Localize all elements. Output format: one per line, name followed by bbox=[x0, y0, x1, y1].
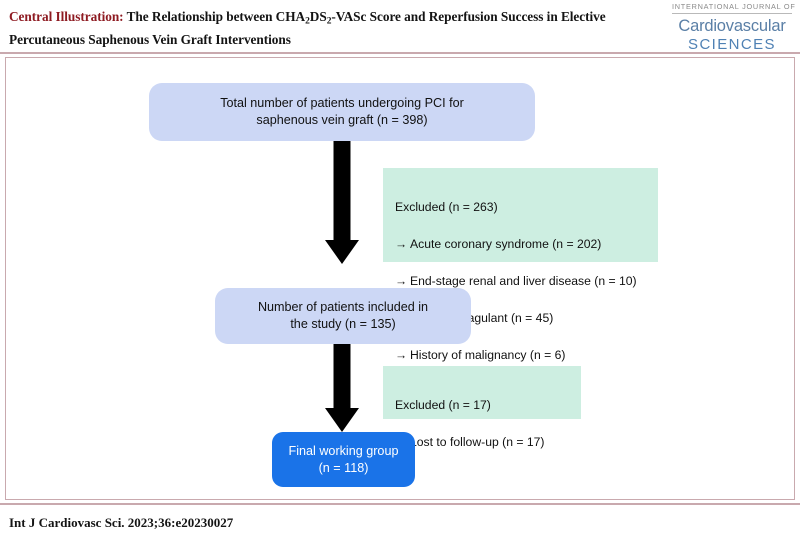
title-part-b: DS bbox=[309, 9, 327, 24]
excluded-1-item-0-label: Acute coronary syndrome (n = 202) bbox=[410, 236, 602, 251]
excluded-1-item-0: →Acute coronary syndrome (n = 202) bbox=[395, 235, 646, 254]
header-bar: Central Illustration: The Relationship b… bbox=[0, 0, 800, 54]
journal-logo-line3: SCIENCES bbox=[688, 36, 776, 53]
title-part-a: The Relationship between CHA bbox=[123, 9, 306, 24]
arrow-right-icon: → bbox=[395, 236, 408, 251]
title-part-c: -VASc Score and Reperfusion Success in E… bbox=[9, 9, 606, 47]
title-subscript-2: 2 bbox=[326, 16, 332, 27]
journal-logo-line1: INTERNATIONAL JOURNAL OF bbox=[672, 2, 795, 14]
title-lead-label: Central Illustration: bbox=[9, 9, 124, 24]
excluded-1-item-1: →End-stage renal and liver disease (n = … bbox=[395, 272, 646, 291]
flow-arrow-2 bbox=[315, 344, 369, 432]
page-title: Central Illustration: The Relationship b… bbox=[9, 8, 669, 49]
excluded-1-item-3: →History of malignancy (n = 6) bbox=[395, 346, 646, 365]
journal-logo: INTERNATIONAL JOURNAL OF Cardiovascular … bbox=[670, 2, 795, 53]
excluded-box-1: Excluded (n = 263) →Acute coronary syndr… bbox=[383, 168, 658, 362]
excluded-2-heading: Excluded (n = 17) bbox=[395, 397, 491, 412]
journal-logo-line2: Cardiovascular bbox=[678, 17, 786, 35]
excluded-1-item-1-label: End-stage renal and liver disease (n = 1… bbox=[410, 273, 637, 288]
excluded-2-item-0: →Lost to follow-up (n = 17) bbox=[395, 433, 569, 452]
excluded-1-item-3-label: History of malignancy (n = 6) bbox=[410, 347, 566, 362]
arrow-right-icon: → bbox=[395, 273, 408, 288]
flow-node-final-working-group: Final working group (n = 118) bbox=[272, 432, 415, 487]
excluded-1-heading: Excluded (n = 263) bbox=[395, 199, 498, 214]
flow-arrow-1 bbox=[315, 141, 369, 264]
citation-label: Int J Cardiovasc Sci. 2023;36:e20230027 bbox=[9, 515, 234, 530]
flow-node-included-patients: Number of patients included in the study… bbox=[215, 288, 471, 344]
footer-bar: Int J Cardiovasc Sci. 2023;36:e20230027 bbox=[0, 503, 800, 541]
excluded-2-item-0-label: Lost to follow-up (n = 17) bbox=[410, 434, 545, 449]
title-subscript-1: 2 bbox=[305, 16, 310, 27]
flow-node-total-patients: Total number of patients undergoing PCI … bbox=[149, 83, 535, 141]
arrow-right-icon: → bbox=[395, 347, 408, 362]
excluded-box-2: Excluded (n = 17) →Lost to follow-up (n … bbox=[383, 366, 581, 449]
flowchart-canvas: Total number of patients undergoing PCI … bbox=[5, 57, 795, 500]
